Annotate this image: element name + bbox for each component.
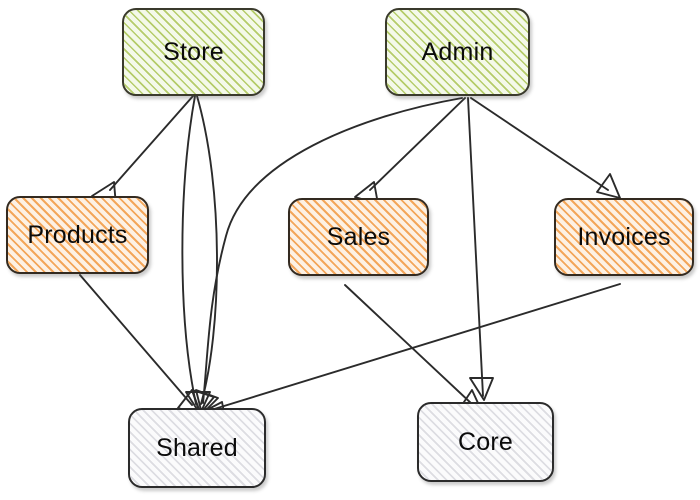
node-admin[interactable]: Admin xyxy=(385,8,530,96)
node-shared[interactable]: Shared xyxy=(128,408,266,488)
edge-sales-core[interactable] xyxy=(344,284,484,415)
node-sales[interactable]: Sales xyxy=(288,198,429,276)
edge-store-shared-b[interactable] xyxy=(191,95,218,415)
node-invoices[interactable]: Invoices xyxy=(554,198,694,276)
node-admin-label: Admin xyxy=(421,37,494,66)
edge-admin-core[interactable] xyxy=(467,97,494,401)
node-shared-label: Shared xyxy=(156,433,238,462)
node-core-label: Core xyxy=(458,427,513,456)
node-invoices-label: Invoices xyxy=(577,222,671,251)
node-store-label: Store xyxy=(163,37,224,66)
edge-invoices-shared[interactable] xyxy=(198,283,621,423)
edge-admin-sales[interactable] xyxy=(354,97,466,205)
node-products-label: Products xyxy=(27,220,128,249)
node-sales-label: Sales xyxy=(326,222,391,251)
edge-admin-shared[interactable] xyxy=(195,97,463,415)
edge-admin-invoices[interactable] xyxy=(470,97,621,199)
edge-store-products[interactable] xyxy=(91,95,194,207)
node-core[interactable]: Core xyxy=(417,402,554,482)
node-products[interactable]: Products xyxy=(6,196,149,274)
node-store[interactable]: Store xyxy=(122,8,265,96)
